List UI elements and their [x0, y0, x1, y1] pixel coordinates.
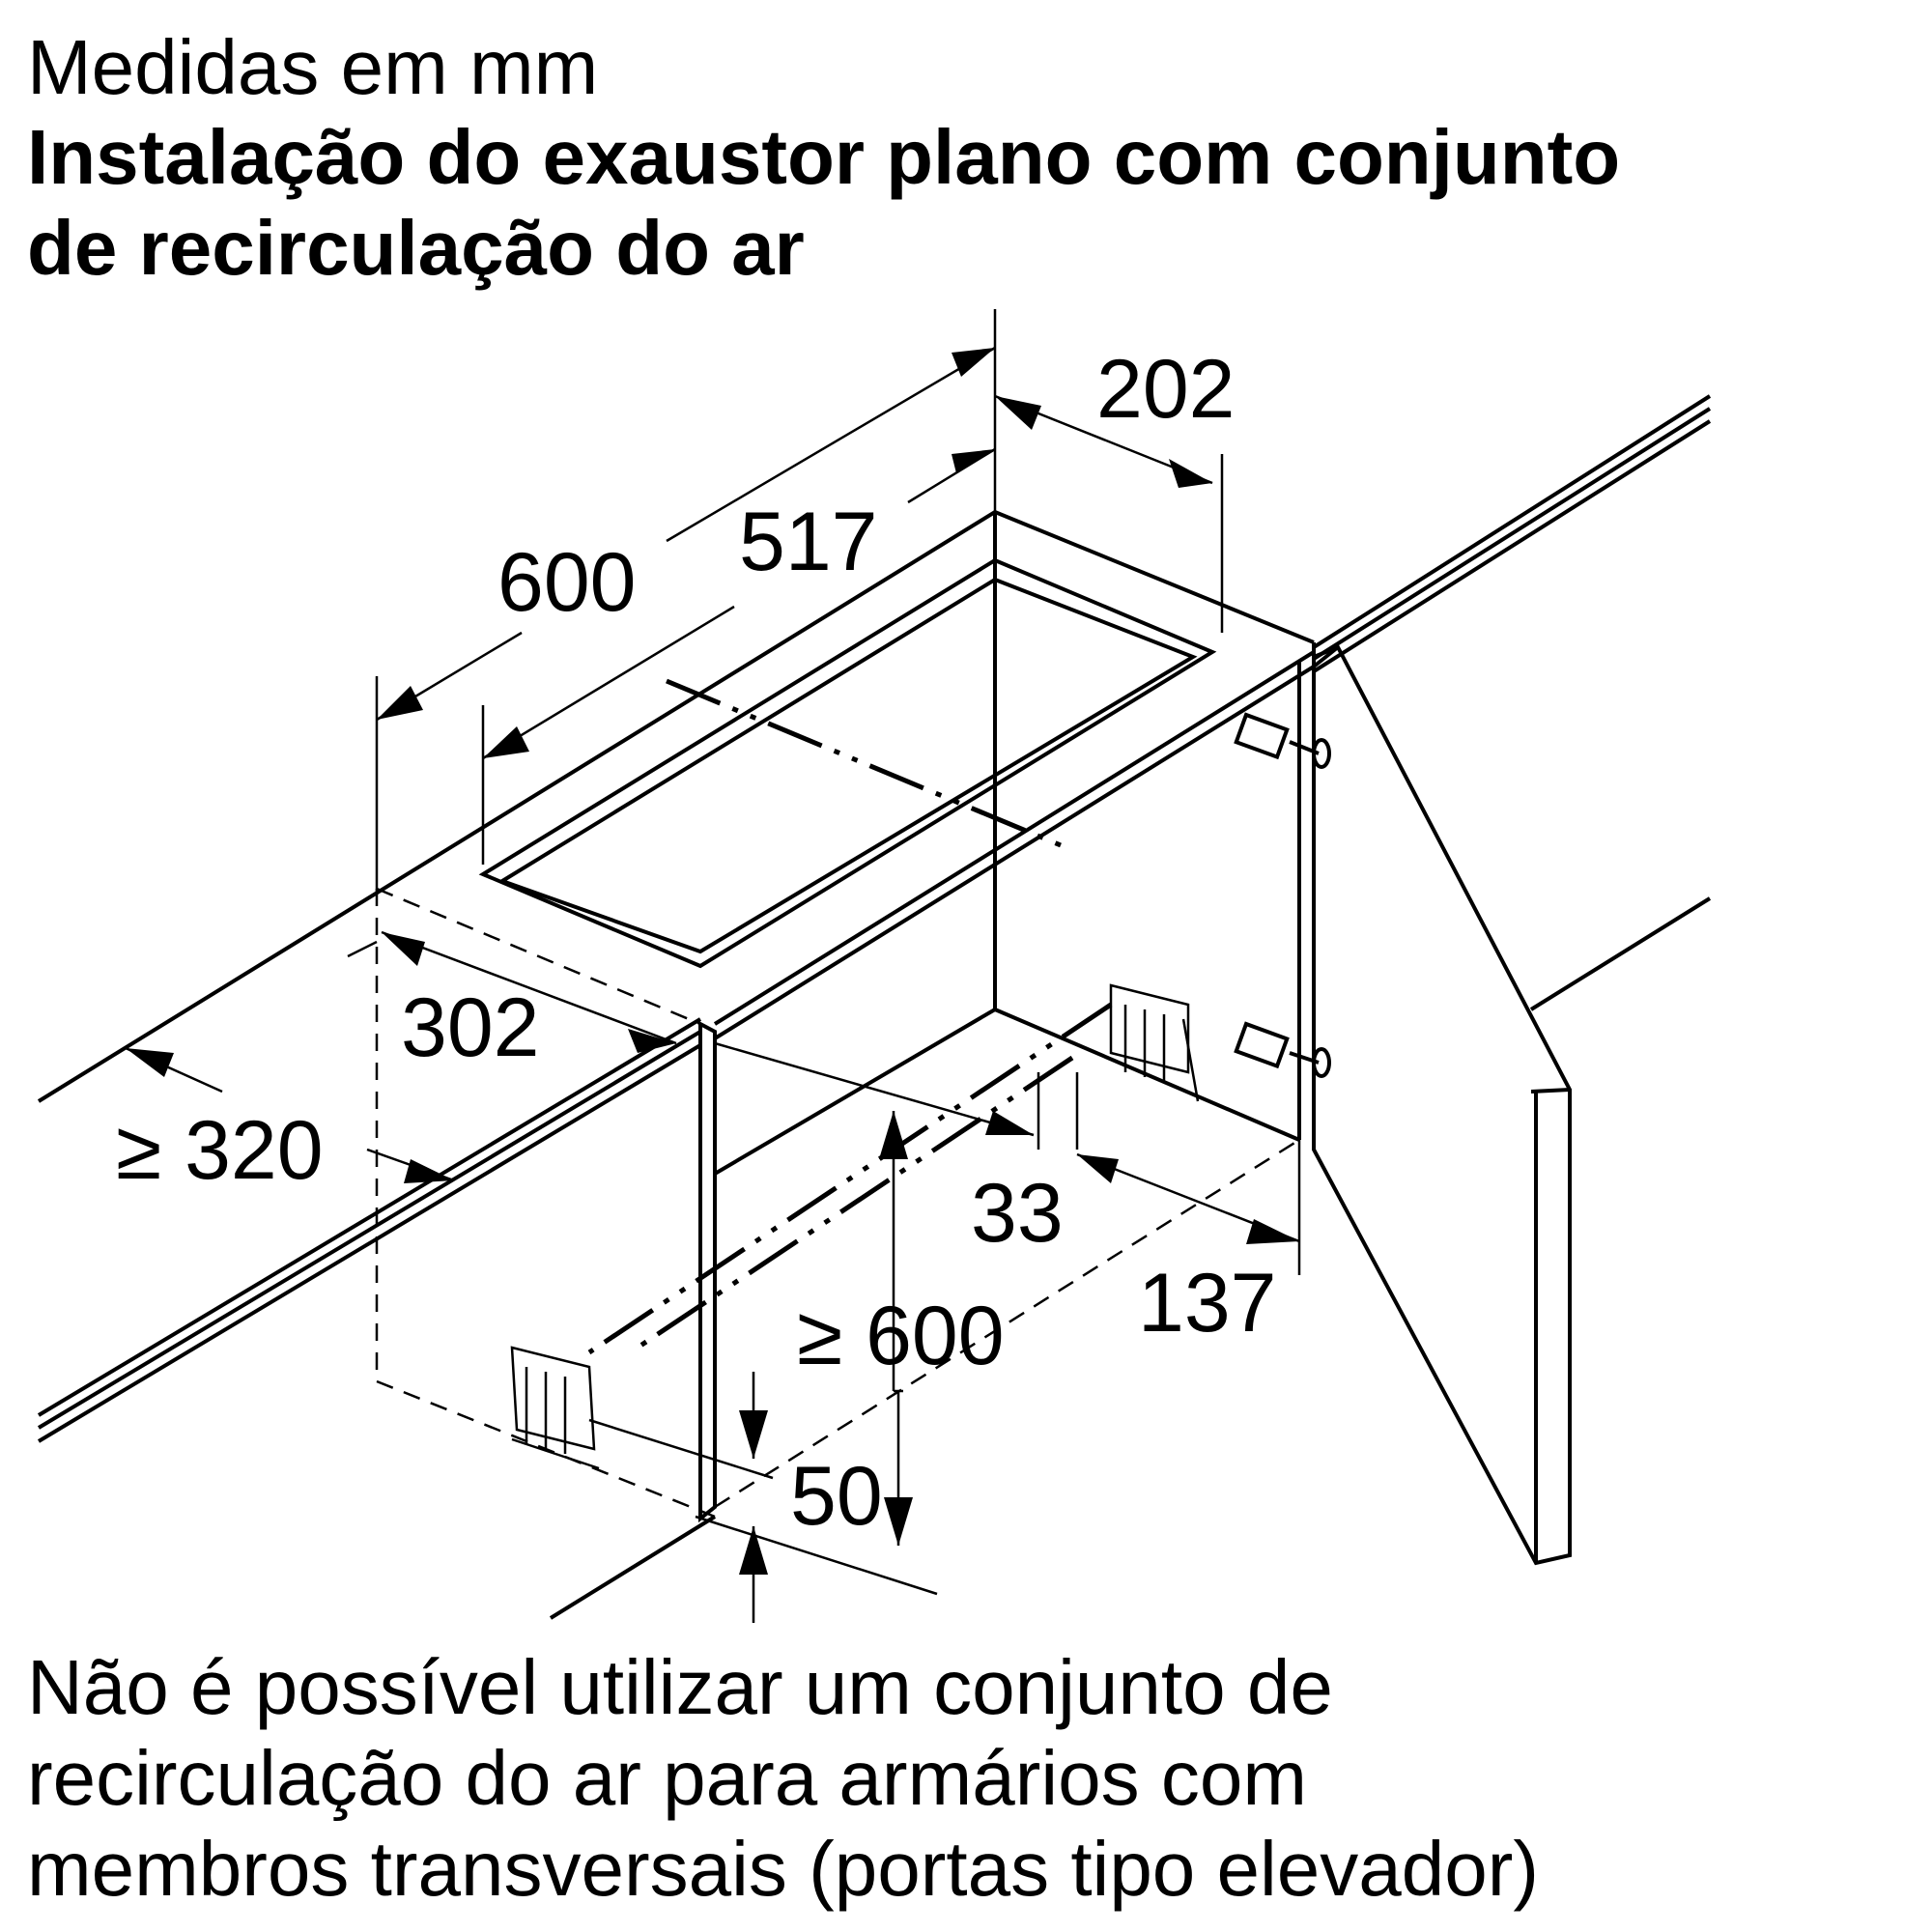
centre-lines [587, 678, 1113, 1355]
dimension-lines [125, 309, 1301, 1623]
dim-33: 33 [971, 1167, 1064, 1260]
units-caption: Medidas em mm [27, 24, 599, 110]
note-line-2: recirculação do ar para armários com [27, 1735, 1307, 1821]
front-rail [37, 394, 1712, 1443]
dim-50: 50 [790, 1450, 883, 1543]
dimension-arrows [126, 348, 1299, 1575]
cabinet-side-panel [549, 662, 1301, 1620]
dim-137: 137 [1138, 1257, 1277, 1350]
dim-202: 202 [1096, 343, 1236, 436]
cabinet-opening [478, 557, 1217, 969]
dim-320: ≥ 320 [116, 1104, 324, 1197]
dim-600-min: ≥ 600 [797, 1290, 1005, 1382]
recirculation-module-front [510, 1346, 600, 1470]
note-line-1: Não é possível utilizar um conjunto de [27, 1644, 1333, 1730]
hood-outline [375, 887, 1300, 1519]
door-hinge-lower [1234, 1021, 1331, 1078]
title-line-2: de recirculação do ar [27, 205, 805, 291]
cabinet-door [1312, 644, 1712, 1566]
header: Medidas em mm Instalação do exaustor pla… [27, 23, 1920, 294]
dim-600: 600 [497, 536, 637, 629]
recirculation-module-rear [1109, 983, 1200, 1102]
dim-517: 517 [739, 496, 878, 588]
installation-note: Não é possível utilizar um conjunto de r… [27, 1642, 1920, 1915]
title-line-1: Instalação do exaustor plano com conjunt… [27, 114, 1621, 200]
dim-302: 302 [401, 981, 540, 1074]
door-hinge-upper [1234, 712, 1331, 769]
note-line-3: membros transversais (portas tipo elevad… [27, 1826, 1540, 1912]
